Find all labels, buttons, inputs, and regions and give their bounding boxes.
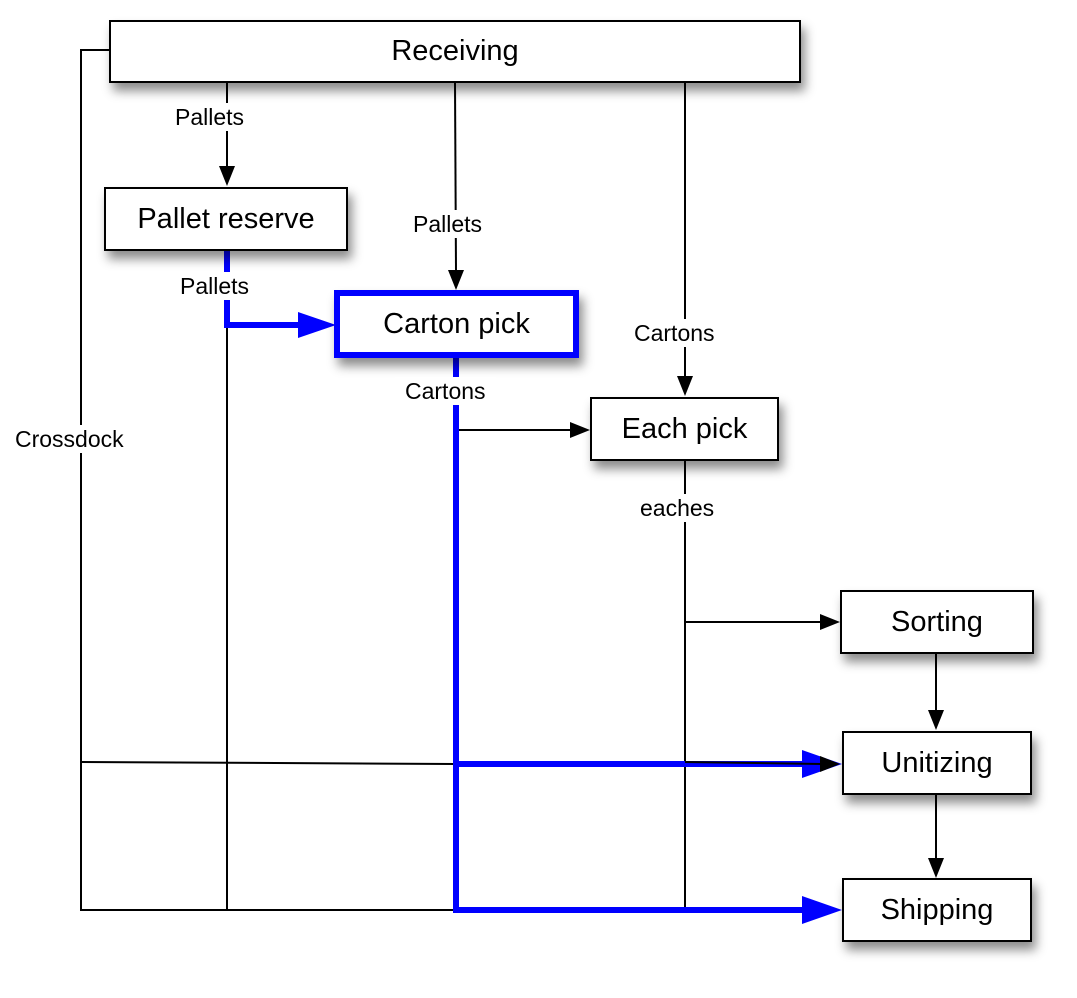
arrowhead [820, 756, 840, 772]
node-label: Shipping [880, 893, 994, 926]
node-label: Each pick [621, 412, 748, 445]
node-label: Receiving [391, 35, 519, 67]
edge-label-cartons-1: Cartons [630, 319, 719, 347]
arrowhead-highlight [298, 312, 336, 338]
edge-label-eaches: eaches [636, 494, 719, 522]
node-pallet-reserve[interactable]: Pallet reserve [104, 187, 348, 251]
edge-crossdock [80, 49, 455, 911]
node-sorting[interactable]: Sorting [840, 590, 1034, 654]
node-label: Unitizing [881, 746, 993, 779]
node-label: Pallet reserve [137, 202, 315, 235]
node-receiving[interactable]: Receiving [109, 20, 801, 83]
node-each-pick[interactable]: Each pick [590, 397, 779, 461]
arrowhead-highlight [802, 896, 842, 924]
node-label: Carton pick [383, 307, 530, 340]
edge-label-pallets-2: Pallets [409, 210, 487, 238]
arrowhead [448, 270, 464, 290]
edge-label-crossdock: Crossdock [11, 425, 128, 453]
edge-receiving-carton-pick [454, 81, 457, 273]
node-unitizing[interactable]: Unitizing [842, 731, 1032, 795]
arrowhead [928, 710, 944, 730]
edge-crossdock-unitizing [80, 761, 456, 765]
node-shipping[interactable]: Shipping [842, 878, 1032, 942]
arrowhead [570, 422, 590, 438]
node-carton-pick[interactable]: Carton pick [334, 290, 579, 358]
edge-label-pallets-3: Pallets [170, 272, 260, 300]
arrowhead [820, 614, 840, 630]
edge-label-pallets-1: Pallets [171, 103, 249, 131]
arrowhead [219, 166, 235, 186]
arrowhead [677, 376, 693, 396]
edge-label-cartons-2: Cartons [395, 377, 496, 405]
node-label: Sorting [891, 605, 983, 638]
arrowhead [928, 858, 944, 878]
